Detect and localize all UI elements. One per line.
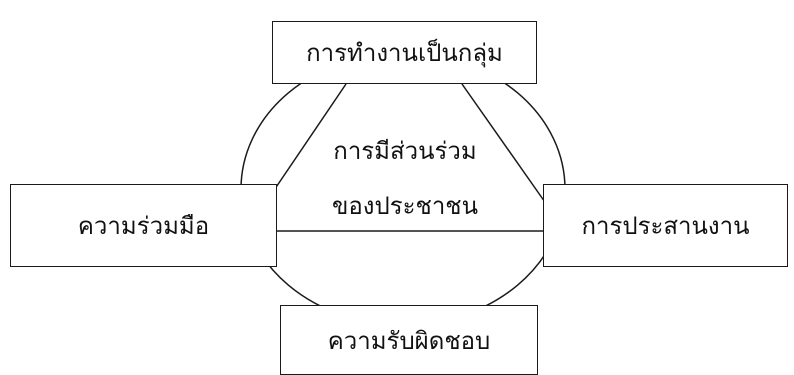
edge-top-left <box>263 83 347 206</box>
edge-top-right <box>461 83 548 206</box>
node-teamwork-label: การทำงานเป็นกลุ่ม <box>306 39 503 67</box>
node-responsibility-label: ความรับผิดชอบ <box>327 326 491 355</box>
center-label-line-2: ของประชาชน <box>331 192 478 220</box>
node-responsibility: ความรับผิดชอบ <box>280 305 538 375</box>
center-label-line-1: การมีส่วนร่วม <box>333 137 477 165</box>
node-coordination-label: การประสานงาน <box>581 212 750 240</box>
node-teamwork: การทำงานเป็นกลุ่ม <box>272 21 537 84</box>
node-coordination: การประสานงาน <box>543 184 788 267</box>
node-cooperation: ความร่วมมือ <box>10 184 277 267</box>
node-cooperation-label: ความร่วมมือ <box>77 212 210 240</box>
